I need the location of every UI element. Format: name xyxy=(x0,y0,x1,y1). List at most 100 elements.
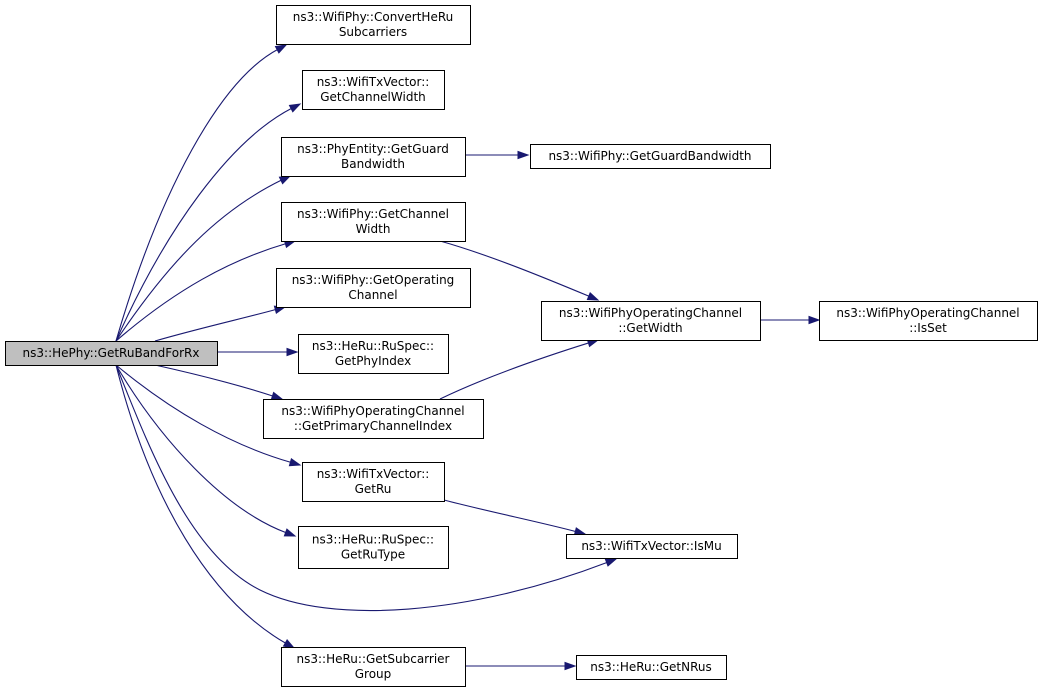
edge-opGetWidth-to-opIsSet xyxy=(759,315,821,325)
node-box xyxy=(281,202,466,242)
node-txChWidth[interactable]: ns3::WifiTxVector::GetChannelWidth xyxy=(302,70,445,110)
node-label-line: Bandwidth xyxy=(341,157,405,171)
node-label-line: Channel xyxy=(348,288,397,302)
arrowhead-icon xyxy=(586,291,600,301)
node-label-line: ns3::HeRu::RuSpec:: xyxy=(312,339,434,353)
node-label-line: GetRu xyxy=(355,482,392,496)
edge-subGroup-to-getNRus xyxy=(464,661,577,671)
node-label-line: ns3::HePhy::GetRuBandForRx xyxy=(23,346,200,360)
node-box xyxy=(530,144,771,169)
node-label-line: ns3::WifiTxVector:: xyxy=(317,75,430,89)
edge-line xyxy=(439,240,590,298)
node-box xyxy=(576,655,727,680)
node-label-line: ns3::WifiPhy::ConvertHeRu xyxy=(293,10,454,24)
arrowhead-icon xyxy=(278,175,292,185)
arrowhead-icon xyxy=(808,315,821,325)
arrowhead-icon xyxy=(288,457,302,467)
node-phyIndex[interactable]: ns3::HeRu::RuSpec::GetPhyIndex xyxy=(298,334,449,374)
edge-root-to-isMu xyxy=(115,364,618,612)
node-phyGuardBw[interactable]: ns3::WifiPhy::GetGuardBandwidth xyxy=(530,144,771,169)
node-opIsSet[interactable]: ns3::WifiPhyOperatingChannel::IsSet xyxy=(819,301,1038,341)
edge-primaryIdx-to-opGetWidth xyxy=(439,339,600,400)
node-box xyxy=(5,341,218,366)
edges-layer xyxy=(115,44,821,671)
node-opGetWidth[interactable]: ns3::WifiPhyOperatingChannel::GetWidth xyxy=(541,301,761,341)
node-label-line: ns3::HeRu::GetSubcarrier xyxy=(297,652,450,666)
node-label-line: GetPhyIndex xyxy=(335,354,411,368)
node-box xyxy=(819,301,1038,341)
edge-line xyxy=(115,179,283,342)
edge-line xyxy=(115,364,287,534)
edge-root-to-guardBw xyxy=(115,175,292,342)
edge-root-to-opChannel xyxy=(154,305,287,342)
node-label-line: ns3::HeRu::GetNRus xyxy=(590,660,712,674)
arrowhead-icon xyxy=(604,558,618,567)
node-getRu[interactable]: ns3::WifiTxVector::GetRu xyxy=(302,462,445,502)
node-box xyxy=(263,399,484,439)
arrowhead-icon xyxy=(274,44,288,54)
node-label-line: ::GetWidth xyxy=(618,321,682,335)
edge-line xyxy=(115,48,279,342)
edge-line xyxy=(443,499,577,533)
arrowhead-icon xyxy=(288,103,302,113)
node-label-line: ::IsSet xyxy=(909,321,947,335)
node-box xyxy=(276,268,471,308)
node-ruType[interactable]: ns3::HeRu::RuSpec::GetRuType xyxy=(298,526,449,569)
node-label-line: ns3::WifiTxVector:: xyxy=(317,467,430,481)
edge-getRu-to-isMu xyxy=(443,499,587,536)
node-box xyxy=(281,647,466,687)
edge-line xyxy=(115,364,292,464)
edge-line xyxy=(115,242,287,342)
edge-line xyxy=(154,308,277,342)
node-label-line: GetRuType xyxy=(341,548,405,562)
edge-phyChWidth-to-opGetWidth xyxy=(439,240,600,301)
node-primaryIdx[interactable]: ns3::WifiPhyOperatingChannel::GetPrimary… xyxy=(263,399,484,439)
node-guardBw[interactable]: ns3::PhyEntity::GetGuardBandwidth xyxy=(281,137,466,177)
edge-root-to-primaryIdx xyxy=(154,364,284,400)
edge-root-to-phyIndex xyxy=(216,347,299,357)
node-label-line: Subcarriers xyxy=(339,25,407,39)
node-label-line: ns3::WifiPhy::GetGuardBandwidth xyxy=(548,149,751,163)
node-box xyxy=(281,137,466,177)
edge-guardBw-to-phyGuardBw xyxy=(465,150,530,160)
node-getNRus[interactable]: ns3::HeRu::GetNRus xyxy=(576,655,727,680)
arrowhead-icon xyxy=(286,347,299,357)
arrowhead-icon xyxy=(573,527,587,536)
node-box xyxy=(298,526,449,569)
edge-root-to-ruType xyxy=(115,364,297,537)
edge-root-to-phyChWidth xyxy=(115,239,297,342)
node-phyChWidth[interactable]: ns3::WifiPhy::GetChannelWidth xyxy=(281,202,466,242)
edge-line xyxy=(439,342,590,400)
node-box xyxy=(566,534,738,559)
node-label-line: ns3::WifiPhyOperatingChannel xyxy=(836,306,1019,320)
edge-line xyxy=(115,107,293,342)
node-root[interactable]: ns3::HePhy::GetRuBandForRx xyxy=(5,341,218,366)
node-label-line: ns3::WifiTxVector::IsMu xyxy=(581,539,721,553)
node-label-line: ns3::WifiPhy::GetChannel xyxy=(297,207,449,221)
arrowhead-icon xyxy=(283,528,297,537)
node-box xyxy=(302,462,445,502)
nodes-layer: ns3::HePhy::GetRuBandForRx ns3::WifiPhy::… xyxy=(5,5,1038,687)
node-label-line: ns3::WifiPhy::GetOperating xyxy=(292,273,455,287)
node-label-line: ns3::WifiPhyOperatingChannel xyxy=(281,404,464,418)
node-label-line: ns3::PhyEntity::GetGuard xyxy=(297,142,449,156)
edge-line xyxy=(154,364,274,397)
node-box xyxy=(276,5,471,45)
node-isMu[interactable]: ns3::WifiTxVector::IsMu xyxy=(566,534,738,559)
node-label-line: ns3::HeRu::RuSpec:: xyxy=(312,533,434,547)
arrowhead-icon xyxy=(270,391,284,400)
node-label-line: ::GetPrimaryChannelIndex xyxy=(294,419,452,433)
node-label-line: ns3::WifiPhyOperatingChannel xyxy=(559,306,742,320)
edge-root-to-convertHeRu xyxy=(115,44,288,342)
edge-root-to-txChWidth xyxy=(115,103,302,342)
edge-root-to-getRu xyxy=(115,364,302,467)
node-label-line: Width xyxy=(356,222,391,236)
node-label-line: Group xyxy=(355,667,392,681)
arrowhead-icon xyxy=(564,661,577,671)
node-box xyxy=(298,334,449,374)
node-label-line: GetChannelWidth xyxy=(320,90,426,104)
